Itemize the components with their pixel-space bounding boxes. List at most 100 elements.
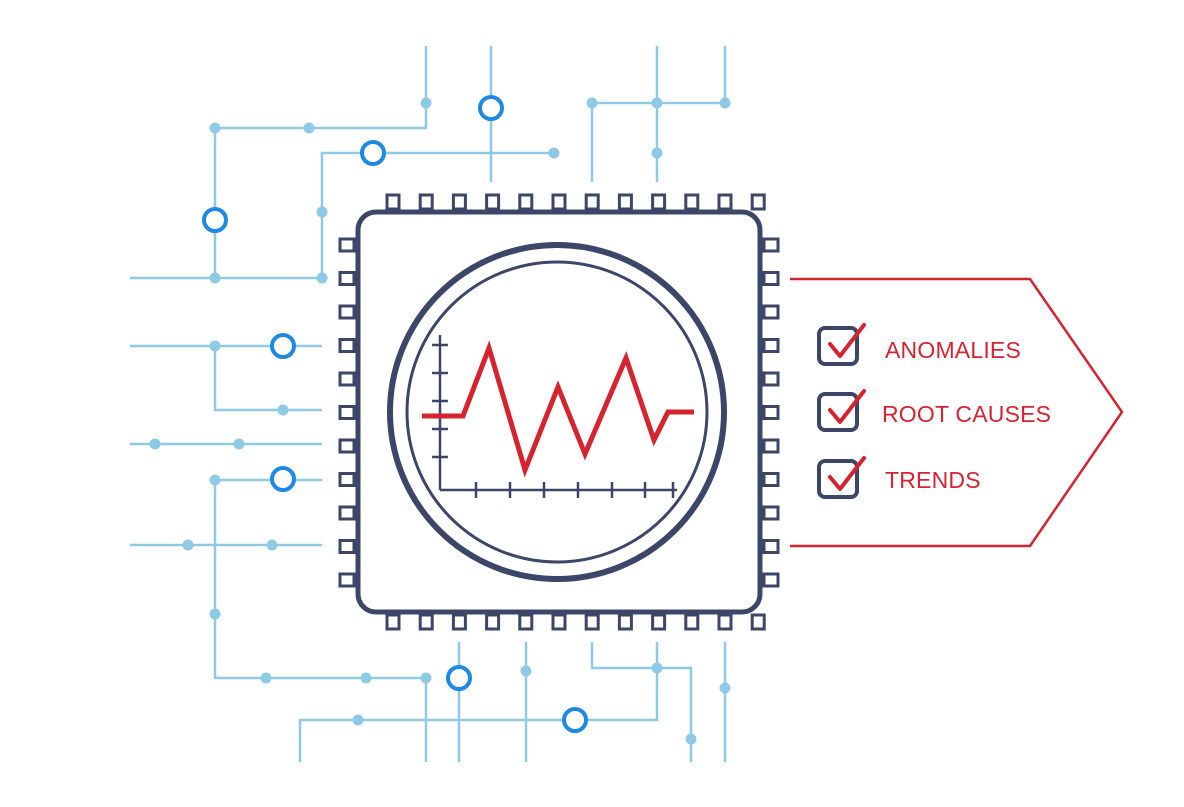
- chip-pin: [338, 539, 356, 554]
- signal-line: [422, 340, 694, 478]
- ring-nodes: [202, 95, 588, 733]
- chip-pin: [338, 572, 356, 588]
- chip-pin: [418, 193, 434, 211]
- trace-node: [209, 474, 221, 486]
- trace-node: [520, 665, 532, 677]
- trace-node: [651, 97, 663, 109]
- trace: [213, 46, 428, 278]
- checklist-label-trends: TRENDS: [885, 467, 981, 493]
- trace-node: [586, 97, 598, 109]
- monitor-inner-ring: [405, 260, 709, 564]
- chip-pin: [338, 371, 356, 387]
- trace-node: [209, 122, 221, 134]
- trace-node: [651, 662, 663, 674]
- ring-node-icon: [446, 665, 472, 691]
- chip-pin: [750, 613, 766, 631]
- trace-node: [209, 608, 221, 620]
- trace-node: [360, 672, 372, 684]
- chip-pin: [762, 304, 780, 320]
- trace: [298, 642, 659, 762]
- ring-node-icon: [360, 140, 386, 166]
- signal-monitor: [387, 242, 727, 582]
- y-axis-ticks: [432, 343, 448, 459]
- chip-pin: [451, 193, 467, 211]
- chip-pin: [762, 438, 780, 454]
- trace-node: [266, 539, 278, 551]
- checkmark-icon: [828, 323, 866, 358]
- chip-pin: [338, 405, 356, 420]
- checklist-icons: [817, 323, 866, 499]
- trace-node: [209, 272, 221, 284]
- trace-node: [420, 672, 432, 684]
- ring-node-icon: [478, 95, 504, 121]
- trace-node: [316, 206, 328, 218]
- chip-pin: [762, 405, 780, 420]
- chip-pins: [338, 193, 780, 631]
- chip-pin: [385, 193, 401, 211]
- output-arrow-icon: [790, 277, 1124, 548]
- trace-node: [233, 438, 245, 450]
- chip-pin: [762, 371, 780, 387]
- checkmark-icon: [828, 456, 866, 491]
- chip-pin: [338, 438, 356, 454]
- chip-pin: [762, 338, 780, 353]
- ring-node-icon: [270, 333, 296, 359]
- chip-pin: [451, 613, 467, 631]
- chip-pin: [338, 505, 356, 521]
- checkbox-icon: [817, 459, 859, 499]
- trace-node: [303, 122, 315, 134]
- trace: [590, 46, 727, 182]
- trace-node: [149, 438, 161, 450]
- chip-pin: [762, 539, 780, 554]
- chip-pin: [584, 193, 600, 211]
- chip-pin: [717, 613, 733, 631]
- checkbox-icon: [817, 392, 859, 432]
- trace-node: [182, 539, 194, 551]
- trace-node: [209, 340, 221, 352]
- chip-pin: [584, 613, 600, 631]
- chip-pin: [617, 193, 633, 211]
- trace: [320, 151, 554, 278]
- chip-pin: [338, 472, 356, 487]
- chip-pin: [338, 237, 356, 253]
- checkmark-icon: [828, 389, 866, 424]
- trace-node: [260, 672, 272, 684]
- trace: [213, 478, 428, 762]
- ring-node-icon: [202, 207, 228, 233]
- x-axis-ticks: [474, 482, 675, 498]
- trace-node: [420, 97, 432, 109]
- chip-pin: [717, 193, 733, 211]
- trace-node: [352, 714, 364, 726]
- chip-pin: [385, 613, 401, 631]
- chip-pin: [485, 193, 501, 211]
- chip-pin: [418, 613, 434, 631]
- chip-pin: [762, 271, 780, 286]
- ring-node-icon: [270, 466, 296, 492]
- chip-pin: [684, 613, 700, 631]
- chip-pin: [518, 613, 534, 631]
- chip-pin: [551, 193, 567, 211]
- trace-node: [277, 404, 289, 416]
- trace-dots: [149, 97, 731, 745]
- ring-node-icon: [562, 707, 588, 733]
- checklist-label-anomalies: ANOMALIES: [885, 337, 1022, 363]
- chip-pin: [518, 193, 534, 211]
- chip-pin: [338, 304, 356, 320]
- circuit-traces: [130, 46, 727, 762]
- chip-pin: [762, 505, 780, 521]
- waveform-chart-icon: [422, 335, 694, 498]
- chip-pin: [684, 193, 700, 211]
- chip-pin: [551, 613, 567, 631]
- chip-pin: [762, 572, 780, 588]
- trace-node: [316, 272, 328, 284]
- chip-pin: [338, 271, 356, 286]
- chip-pin: [750, 193, 766, 211]
- trace-node: [719, 97, 731, 109]
- trace-node: [651, 147, 663, 159]
- chip-pin: [485, 613, 501, 631]
- trace: [130, 344, 322, 412]
- chip-pin: [338, 338, 356, 353]
- chip-pin: [617, 613, 633, 631]
